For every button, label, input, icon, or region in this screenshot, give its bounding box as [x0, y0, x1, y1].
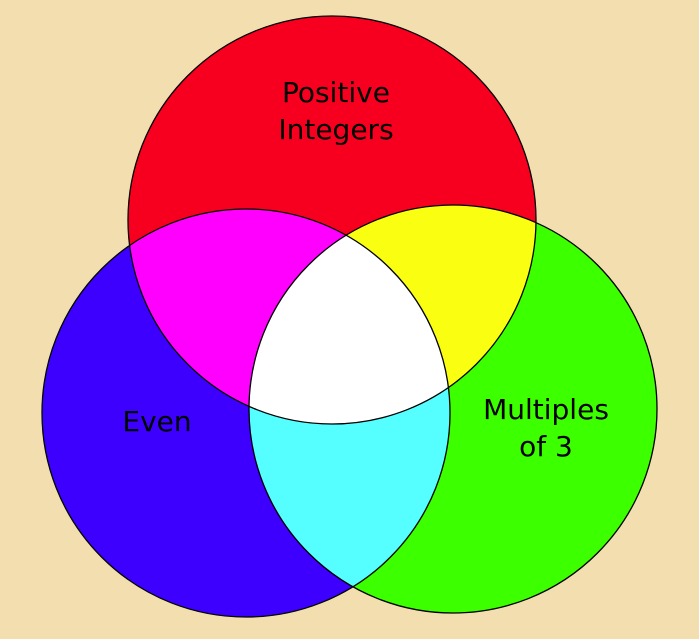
outline-even: [41, 208, 451, 618]
outline-positive: [127, 15, 537, 425]
label-positive-line2: Integers: [278, 113, 393, 146]
label-positive-line1: Positive: [282, 76, 390, 109]
label-even: Even: [122, 405, 191, 438]
outline-mult3: [248, 204, 658, 614]
label-mult3-line1: Multiples: [483, 393, 609, 426]
intersection-all: [249, 209, 450, 424]
label-mult3-line2: of 3: [519, 430, 573, 463]
